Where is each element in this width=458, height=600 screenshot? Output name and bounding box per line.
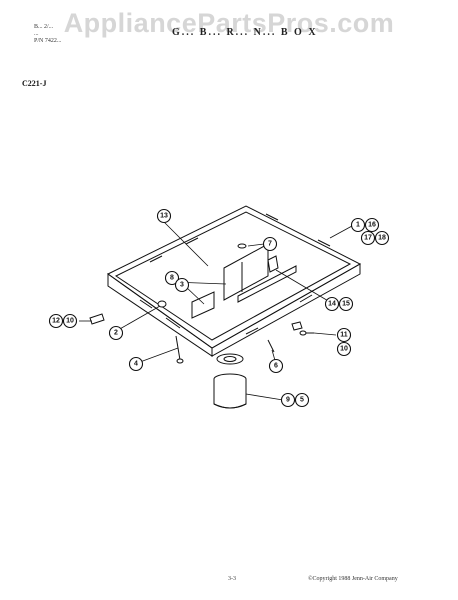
callout-4: 4 — [128, 356, 144, 372]
copyright: ©Copyright 1988 Jenn-Air Company — [308, 576, 398, 582]
header-meta: B... 2/... ... P/N 7422... — [34, 24, 61, 45]
callout-label: 3 — [180, 282, 184, 289]
callout-label: 1 — [356, 222, 360, 229]
callout-label: 11 — [340, 332, 348, 339]
callout-label: 17 — [364, 235, 372, 242]
callout-15: 15 — [338, 296, 354, 312]
callout-10-lower: 10 — [336, 341, 352, 357]
page-number: 3-3 — [228, 576, 236, 582]
callout-14: 14 — [324, 296, 340, 312]
diagram-title: G... B... R... N... B O X — [172, 27, 318, 38]
callout-label: 13 — [160, 213, 168, 220]
callout-label: 2 — [114, 330, 118, 337]
callout-label: 12 — [52, 318, 60, 325]
callout-label: 7 — [268, 241, 272, 248]
callout-7: 7 — [262, 236, 278, 252]
callout-3: 3 — [174, 277, 190, 293]
callout-13: 13 — [156, 208, 172, 224]
callout-10: 10 — [62, 313, 78, 329]
header-meta-line: P/N 7422... — [34, 38, 62, 44]
leader-lines — [79, 221, 353, 401]
callout-1: 1 — [350, 217, 366, 233]
callout-8: 8 — [164, 270, 180, 286]
callout-label: 8 — [170, 275, 174, 282]
internal-partitions — [191, 243, 297, 319]
callout-12: 12 — [48, 313, 64, 329]
callout-label: 18 — [378, 235, 386, 242]
hardware-parts — [89, 243, 314, 364]
callout-label: 6 — [274, 363, 278, 370]
callout-label: 15 — [342, 301, 350, 308]
callout-label: 14 — [328, 301, 336, 308]
callout-label: 10 — [340, 346, 348, 353]
callout-9: 9 — [280, 392, 296, 408]
header-meta-line: ... — [34, 31, 39, 37]
callout-17: 17 — [360, 230, 376, 246]
callout-11: 11 — [336, 327, 352, 343]
burner-box-tray — [107, 205, 362, 357]
callout-label: 10 — [66, 318, 74, 325]
callout-label: 4 — [134, 361, 138, 368]
watermark: AppliancePartsPros.com — [63, 8, 395, 38]
header-meta-line: B... 2/... — [34, 24, 54, 30]
grease-jar — [213, 353, 247, 409]
callout-16: 16 — [364, 217, 380, 233]
callout-label: 5 — [300, 397, 304, 404]
model-number: C221-J — [22, 79, 47, 88]
callout-label: 16 — [368, 222, 376, 229]
callout-label: 9 — [286, 397, 290, 404]
callout-5: 5 — [294, 392, 310, 408]
callout-2: 2 — [108, 325, 124, 341]
callout-6: 6 — [268, 358, 284, 374]
callout-18: 18 — [374, 230, 390, 246]
